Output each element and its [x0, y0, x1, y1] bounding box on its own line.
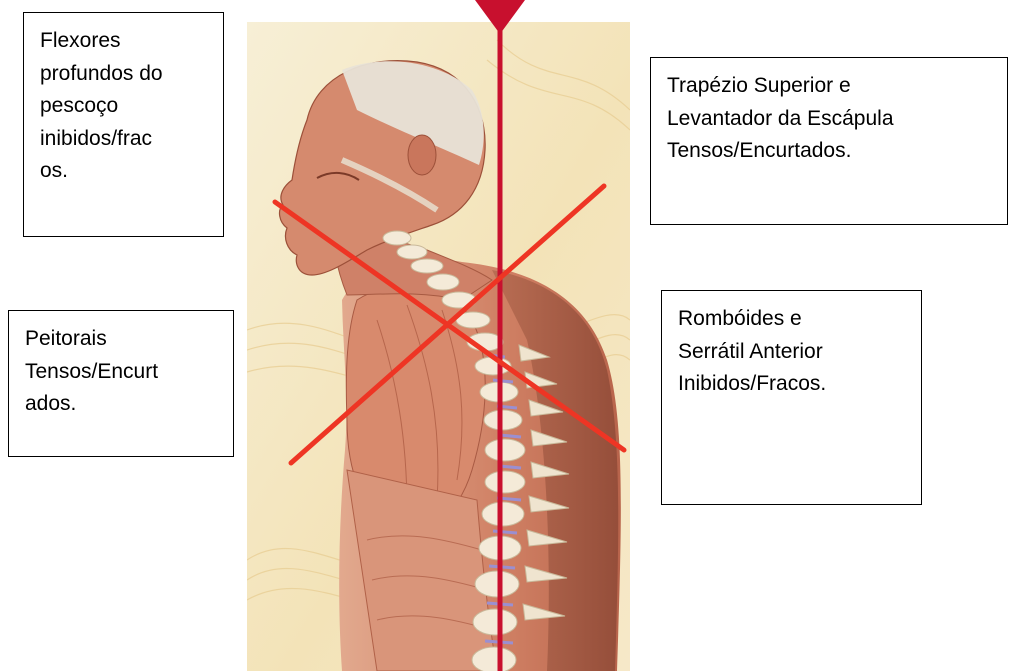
label-upper-trapezius: Trapézio Superior e Levantador da Escápu… [650, 57, 1008, 225]
label-line: Peitorais [25, 323, 217, 356]
label-line: Serrátil Anterior [678, 336, 905, 369]
label-line: Tensos/Encurt [25, 356, 217, 389]
label-rhomboids-serratus: Rombóides e Serrátil Anterior Inibidos/F… [661, 290, 922, 505]
posture-illustration [247, 0, 630, 671]
label-line: Flexores [40, 25, 207, 58]
label-line: ados. [25, 388, 217, 421]
label-line: Tensos/Encurtados. [667, 135, 991, 168]
label-line: profundos do [40, 58, 207, 91]
label-line: Inibidos/Fracos. [678, 368, 905, 401]
label-line: Levantador da Escápula [667, 103, 991, 136]
label-line: os. [40, 155, 207, 188]
label-line: pescoço [40, 90, 207, 123]
label-pectorals: Peitorais Tensos/Encurt ados. [8, 310, 234, 457]
label-line: Rombóides e [678, 303, 905, 336]
label-line: inibidos/frac [40, 123, 207, 156]
label-deep-neck-flexors: Flexores profundos do pescoço inibidos/f… [23, 12, 224, 237]
label-line: Trapézio Superior e [667, 70, 991, 103]
